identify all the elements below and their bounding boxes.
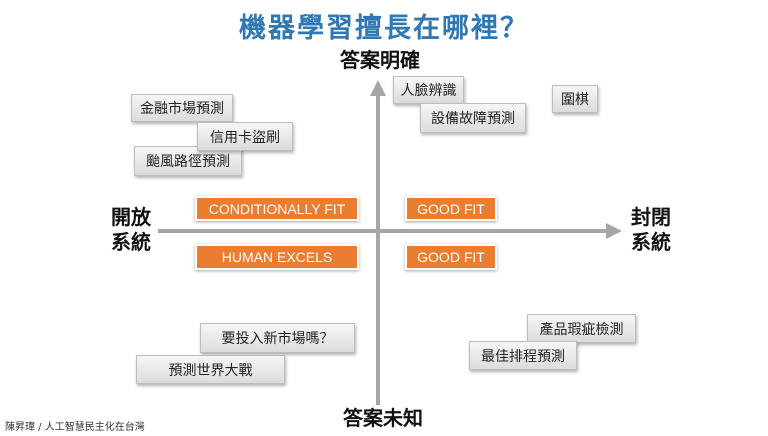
example-box: 圍棋	[552, 85, 598, 113]
example-box: 颱風路徑預測	[134, 146, 242, 176]
tag-good-fit-top: GOOD FIT	[405, 196, 497, 221]
example-box: 金融市場預測	[131, 94, 233, 122]
tag-conditionally-fit: CONDITIONALLY FIT	[195, 196, 359, 221]
footer-credit: 陳昇瑋 / 人工智慧民主化在台灣	[5, 422, 145, 433]
example-box: 產品瑕疵檢測	[527, 314, 636, 343]
right-arrow-icon	[606, 223, 622, 239]
example-box: 最佳排程預測	[469, 341, 577, 370]
example-box: 信用卡盜刷	[197, 122, 293, 151]
example-box: 要投入新市場嗎？	[200, 323, 355, 353]
slide-title: 機器學習擅長在哪裡？	[239, 13, 529, 44]
axis-label-bottom: 答案未知	[343, 406, 423, 430]
example-box: 人臉辨識	[393, 76, 464, 104]
up-arrow-icon	[370, 80, 386, 96]
axis-label-left: 開放系統	[111, 205, 151, 254]
tag-human-excels: HUMAN EXCELS	[195, 244, 359, 270]
example-box: 設備故障預測	[420, 103, 526, 133]
axis-label-right: 封閉系統	[631, 205, 671, 254]
tag-good-fit-bottom: GOOD FIT	[405, 244, 497, 270]
example-box: 預測世界大戰	[136, 355, 285, 384]
axis-label-top: 答案明確	[340, 48, 420, 72]
